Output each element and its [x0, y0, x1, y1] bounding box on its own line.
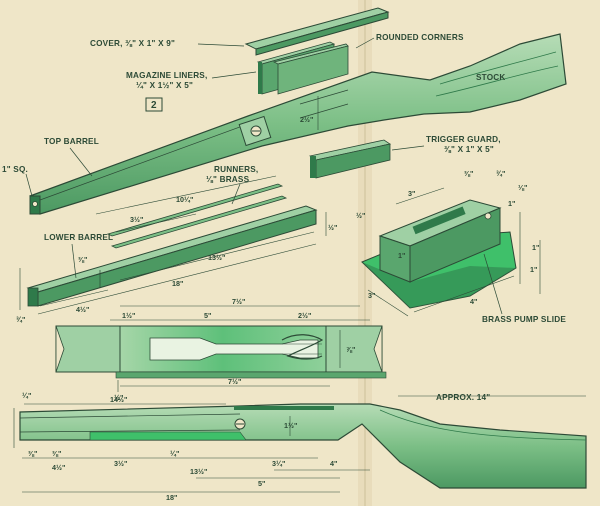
runners-part — [106, 183, 288, 249]
dim-quarter-b: ¼" — [170, 449, 179, 458]
one-sq-leader — [25, 173, 33, 197]
dim-1-d: 1" — [530, 265, 537, 274]
dim-1-half: 1½" — [122, 311, 135, 320]
trigger-guard-part — [308, 139, 392, 179]
dim-half-c: ½" — [114, 393, 123, 402]
dim-1-8: ⅛" — [518, 183, 527, 192]
top-barrel-label: TOP BARREL — [44, 137, 99, 146]
dim-3-8-d: ⅜" — [52, 449, 61, 458]
runners-leader — [231, 183, 241, 205]
dim-3-8-c: ⅜" — [28, 449, 37, 458]
magazine-liners-part — [256, 41, 349, 95]
dim-half: ½" — [328, 223, 337, 232]
dim-10-quarter: 10¼" — [176, 195, 193, 204]
dim-1-half-b: 1½" — [284, 421, 297, 430]
cover-part — [244, 7, 390, 56]
side-view — [19, 403, 587, 489]
dim-2-half: 2½" — [300, 115, 313, 124]
dim-half-b: ½" — [356, 211, 365, 220]
dim-3-8: ⅜" — [78, 255, 87, 264]
dim-quarter: ¼" — [22, 391, 31, 400]
dim-2-half-b: 2½" — [298, 311, 311, 320]
section-view — [55, 325, 387, 379]
approx-14-label: APPROX. 14" — [436, 393, 490, 402]
dim-4-half: 4½" — [76, 305, 89, 314]
dim-3-half: 3½" — [130, 215, 143, 224]
dim-7-half: 7½" — [232, 297, 245, 306]
one-sq-label: 1" SQ. — [2, 165, 28, 174]
dim-3-b: 3" — [368, 291, 375, 300]
lower-barrel-leader — [71, 243, 77, 279]
lower-barrel-label: LOWER BARREL — [44, 233, 113, 242]
dim-7-8: ⅞" — [346, 345, 355, 354]
dim-7-half-b: 7½" — [228, 377, 241, 386]
dim-14-half: 14½" — [110, 395, 127, 404]
dim-3: 3" — [408, 189, 415, 198]
runners-label-2: ⅛" BRASS — [206, 175, 250, 184]
trigger-guard-leader — [391, 145, 425, 151]
magazine-liners-leader — [211, 71, 257, 79]
dim-5-b: 5" — [258, 479, 265, 488]
dim-18-b: 18" — [166, 493, 177, 502]
brass-pump-slide-label: BRASS PUMP SLIDE — [482, 315, 566, 324]
dim-1-a: 1" — [508, 199, 515, 208]
dim-4: 4" — [470, 297, 477, 306]
exploded-dimension-lines — [19, 96, 541, 317]
dim-3-4-b: ¾" — [496, 169, 505, 178]
trigger-guard-label-2: ⅜" X 1" X 5" — [444, 145, 494, 154]
figure-number: 2 — [151, 100, 157, 111]
dim-3-8-b: ⅜" — [464, 169, 473, 178]
dim-13-half: 13½" — [208, 253, 225, 262]
rounded-corners-leader — [355, 37, 375, 49]
dim-1-b: 1" — [398, 251, 405, 260]
dim-18: 18" — [172, 279, 183, 288]
dim-13-half-b: 13½" — [190, 467, 207, 476]
dim-4-half-b: 4½" — [52, 463, 65, 472]
top-barrel-end-hole — [32, 201, 38, 207]
dim-4-b: 4" — [330, 459, 337, 468]
dim-3-half-b: 3½" — [114, 459, 127, 468]
stock-label: STOCK — [476, 73, 506, 82]
figure-number-box — [145, 97, 163, 112]
brass-pump-slide-leader — [483, 253, 503, 315]
dim-1-c: 1" — [532, 243, 539, 252]
magazine-liners-label-2: ¼" X 1½" X 5" — [136, 81, 193, 90]
runners-label-1: RUNNERS, — [214, 165, 258, 174]
top-barrel-leader — [69, 147, 93, 177]
slide-screw-icon — [484, 212, 492, 220]
trigger-guard-label-1: TRIGGER GUARD, — [426, 135, 501, 144]
lower-barrel-part — [26, 205, 318, 307]
section-dimension-lines — [110, 305, 370, 392]
exploded-view — [26, 7, 567, 309]
magazine-liners-label-1: MAGAZINE LINERS, — [126, 71, 207, 80]
dim-5: 5" — [204, 311, 211, 320]
side-dimension-lines — [13, 395, 586, 493]
cover-label: COVER, ⅜" X 1" X 9" — [90, 39, 175, 48]
dim-3-4: ¾" — [16, 315, 25, 324]
cover-leader — [197, 43, 245, 47]
dim-3-quarter: 3¼" — [272, 459, 285, 468]
top-barrel-and-stock — [29, 33, 567, 215]
rounded-corners-label: ROUNDED CORNERS — [376, 33, 464, 42]
